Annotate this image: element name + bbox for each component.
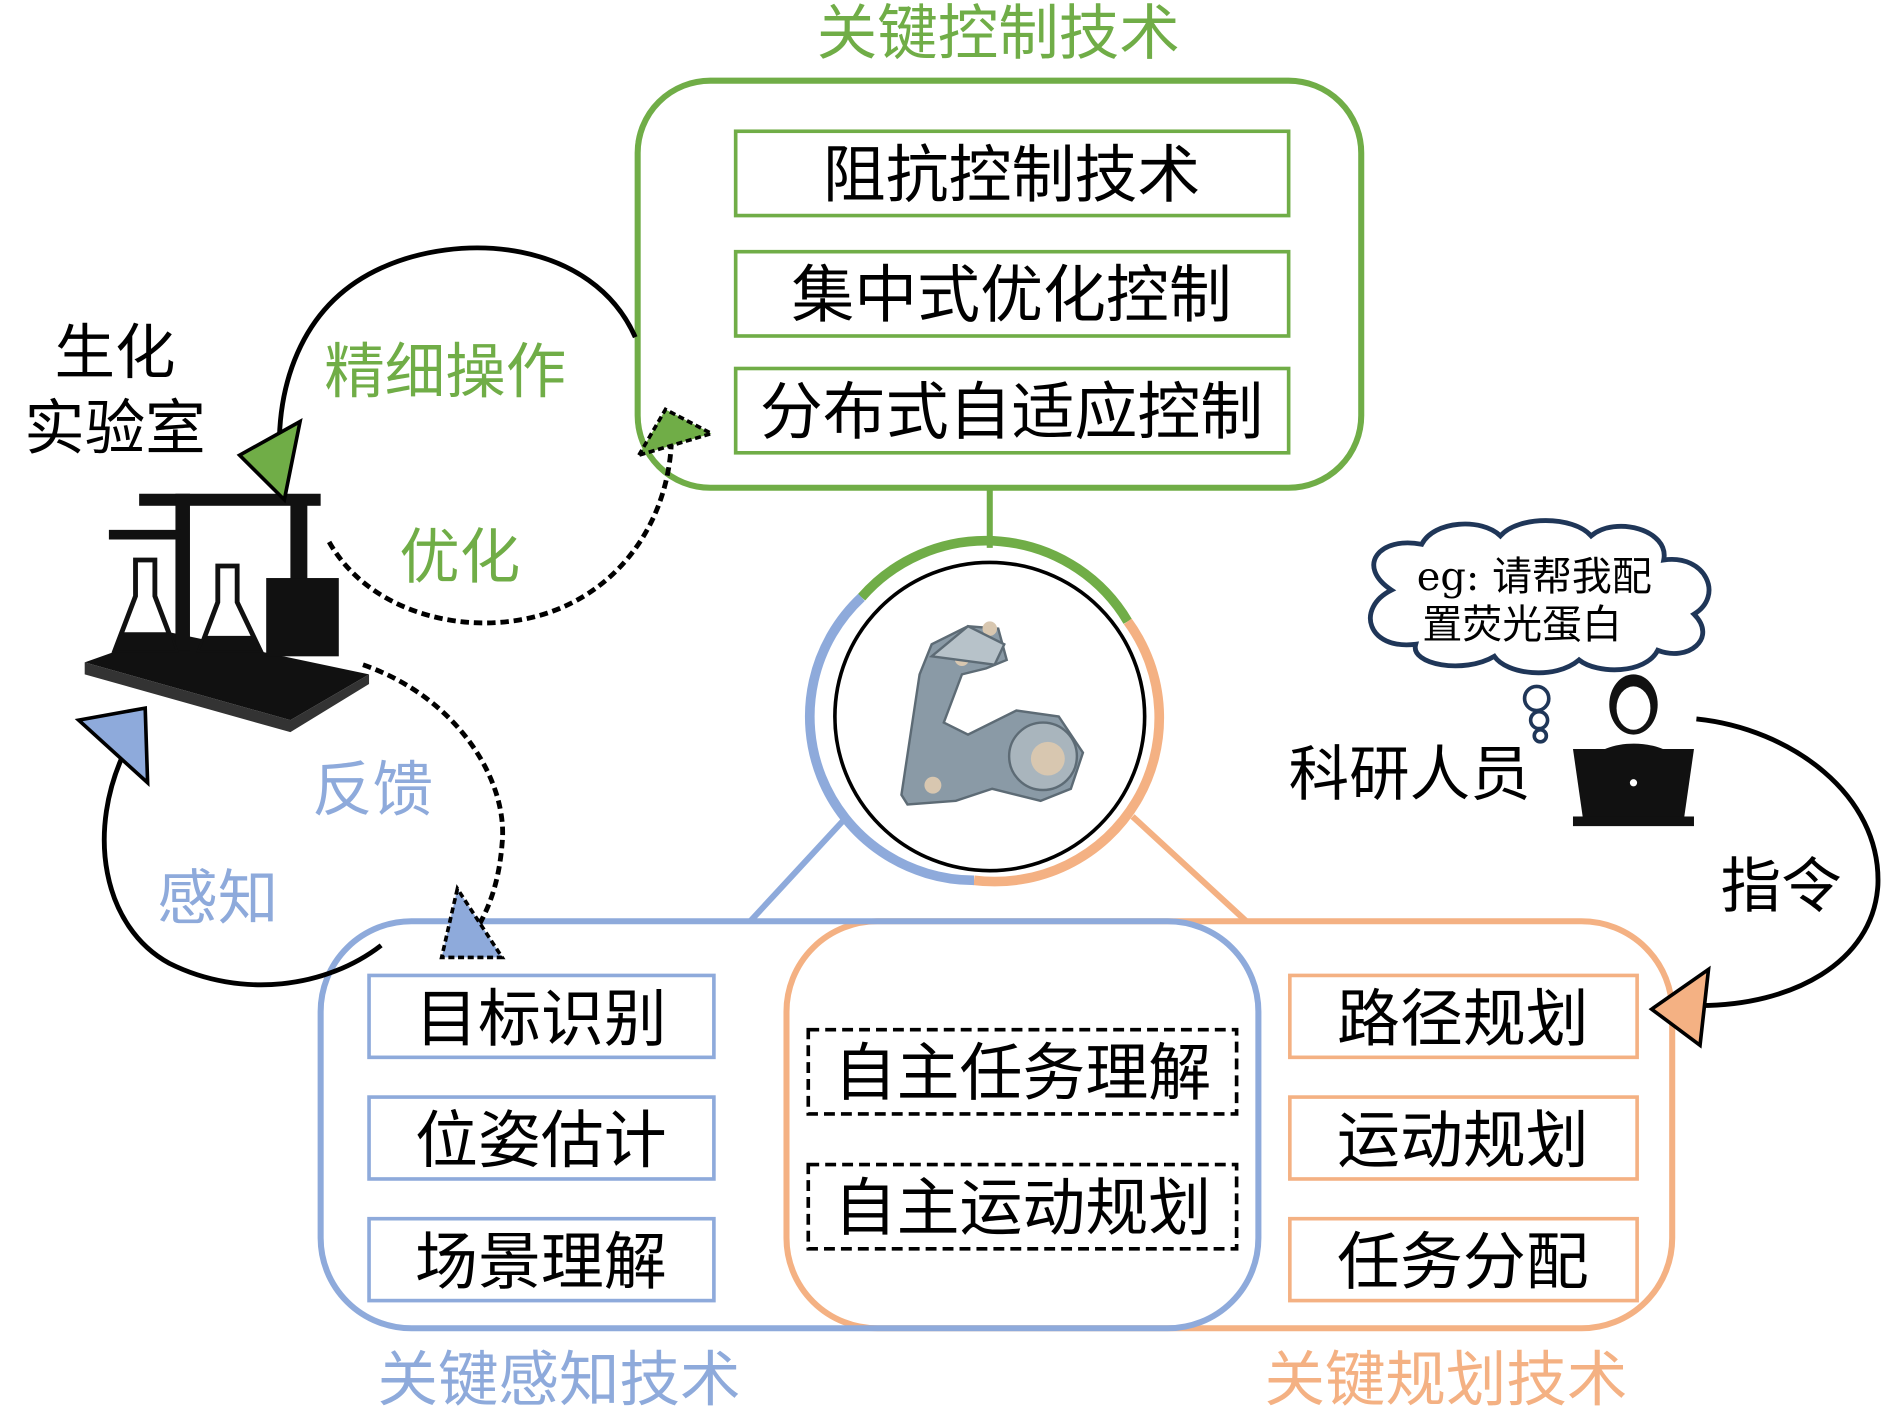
perception-connector (747, 814, 850, 924)
feedback-label: 反馈 (312, 756, 433, 826)
shared-item-label: 自主任务理解 (834, 1037, 1211, 1110)
perception-title: 关键感知技术 (378, 1346, 741, 1415)
planning-item-label: 任务分配 (1337, 1226, 1589, 1299)
planning-item: 路径规划 (1288, 973, 1639, 1060)
optimize-arrow (327, 433, 674, 626)
sense-arrow (101, 745, 383, 988)
thought-bubble-icon (1368, 518, 1712, 744)
feedback-arrowhead (439, 884, 506, 960)
lab-label-line2: 实验室 (24, 394, 205, 464)
planning-group (783, 918, 1676, 1332)
command-arrow (1696, 716, 1881, 1008)
control-item-label: 集中式优化控制 (791, 259, 1231, 332)
perception-item: 目标识别 (367, 973, 716, 1060)
control-item: 集中式优化控制 (733, 249, 1291, 338)
perception-item-label: 目标识别 (415, 983, 667, 1056)
planning-connector (1130, 814, 1249, 924)
planning-item: 任务分配 (1288, 1216, 1639, 1303)
planning-item: 运动规划 (1288, 1095, 1639, 1181)
feedback-arrow (362, 662, 506, 929)
control-item-label: 阻抗控制技术 (823, 138, 1200, 211)
thought-text-line2: 置荧光蛋白 (1422, 602, 1622, 648)
perception-item-label: 位姿估计 (415, 1104, 667, 1177)
command-label: 指令 (1721, 852, 1842, 922)
shared-item: 自主运动规划 (806, 1162, 1239, 1251)
fine-operation-arrow (276, 245, 638, 476)
shared-item-label: 自主运动规划 (834, 1172, 1211, 1245)
researcher-label: 科研人员 (1289, 740, 1531, 810)
planning-title: 关键规划技术 (1264, 1346, 1627, 1415)
control-item-label: 分布式自适应控制 (760, 376, 1263, 449)
lab-equipment-icon (84, 493, 370, 733)
perception-item-label: 场景理解 (415, 1226, 667, 1299)
control-title: 关键控制技术 (817, 0, 1180, 69)
command-arrowhead (1648, 965, 1711, 1049)
perception-item: 场景理解 (367, 1216, 716, 1303)
robot-arm-icon (900, 621, 1085, 806)
shared-item: 自主任务理解 (806, 1027, 1239, 1116)
sense-label: 感知 (157, 864, 278, 934)
perception-item: 位姿估计 (367, 1095, 716, 1181)
fine-operation-arrowhead (236, 417, 303, 504)
planning-item-label: 运动规划 (1337, 1104, 1589, 1177)
lab-label-line1: 生化 (54, 318, 175, 388)
optimize-label: 优化 (399, 523, 520, 593)
optimize-arrowhead (635, 407, 717, 459)
researcher-laptop-icon (1572, 674, 1694, 827)
robot-hub (804, 535, 1165, 887)
planning-item-label: 路径规划 (1337, 983, 1589, 1056)
perception-group (317, 918, 1262, 1332)
control-item: 分布式自适应控制 (733, 366, 1291, 455)
sense-arrowhead (74, 705, 150, 787)
control-item: 阻抗控制技术 (733, 129, 1291, 218)
control-group (634, 77, 1365, 491)
thought-text-line1: eg: 请帮我配 (1417, 554, 1652, 600)
fine-operation-label: 精细操作 (324, 338, 566, 408)
